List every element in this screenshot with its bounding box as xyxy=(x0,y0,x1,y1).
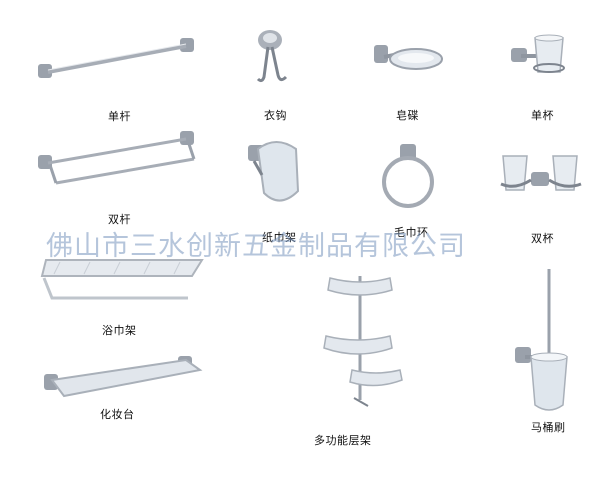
single-towel-bar-image xyxy=(38,38,194,78)
toilet-paper-holder: 纸巾架 xyxy=(240,135,330,245)
toilet-paper-holder-image xyxy=(248,141,300,202)
product-label: 单杯 xyxy=(531,109,554,122)
product-label: 毛巾环 xyxy=(394,226,429,239)
vanity-shelf-image xyxy=(44,356,203,398)
single-tumbler-holder: 单杯 xyxy=(505,32,585,127)
robe-hook: 衣钩 xyxy=(240,25,320,125)
toilet-brush-holder-image xyxy=(515,269,568,411)
product-label: 纸巾架 xyxy=(262,231,297,244)
product-label: 皂碟 xyxy=(396,109,419,122)
towel-ring-image xyxy=(382,144,434,208)
product-label: 衣钩 xyxy=(264,109,287,122)
robe-hook-image xyxy=(256,30,288,83)
product-label: 双杆 xyxy=(108,213,131,226)
towel-ring: 毛巾环 xyxy=(370,140,460,245)
multi-tier-rack-image xyxy=(323,276,403,407)
soap-dish: 皂碟 xyxy=(370,35,450,125)
product-label: 化妆台 xyxy=(100,408,135,421)
towel-shelf-image xyxy=(40,259,204,300)
single-towel-bar: 单杆 xyxy=(30,30,210,125)
double-tumbler-holder-image xyxy=(500,155,582,191)
product-label: 浴巾架 xyxy=(102,324,137,337)
product-label: 马桶刷 xyxy=(531,421,566,434)
product-label: 单杆 xyxy=(108,110,131,123)
product-label: 多功能层架 xyxy=(314,434,372,447)
multi-tier-rack: 多功能层架 xyxy=(310,270,420,450)
soap-dish-image xyxy=(374,45,443,70)
towel-shelf: 浴巾架 xyxy=(30,250,210,345)
single-tumbler-holder-image xyxy=(511,34,565,73)
toilet-brush-holder: 马桶刷 xyxy=(505,265,595,435)
product-label: 双杯 xyxy=(531,232,554,245)
double-towel-bar: 双杆 xyxy=(30,125,210,226)
double-towel-bar-image xyxy=(38,131,196,185)
vanity-shelf: 化妆台 xyxy=(30,350,210,425)
double-tumbler-holder: 双杯 xyxy=(495,150,595,245)
